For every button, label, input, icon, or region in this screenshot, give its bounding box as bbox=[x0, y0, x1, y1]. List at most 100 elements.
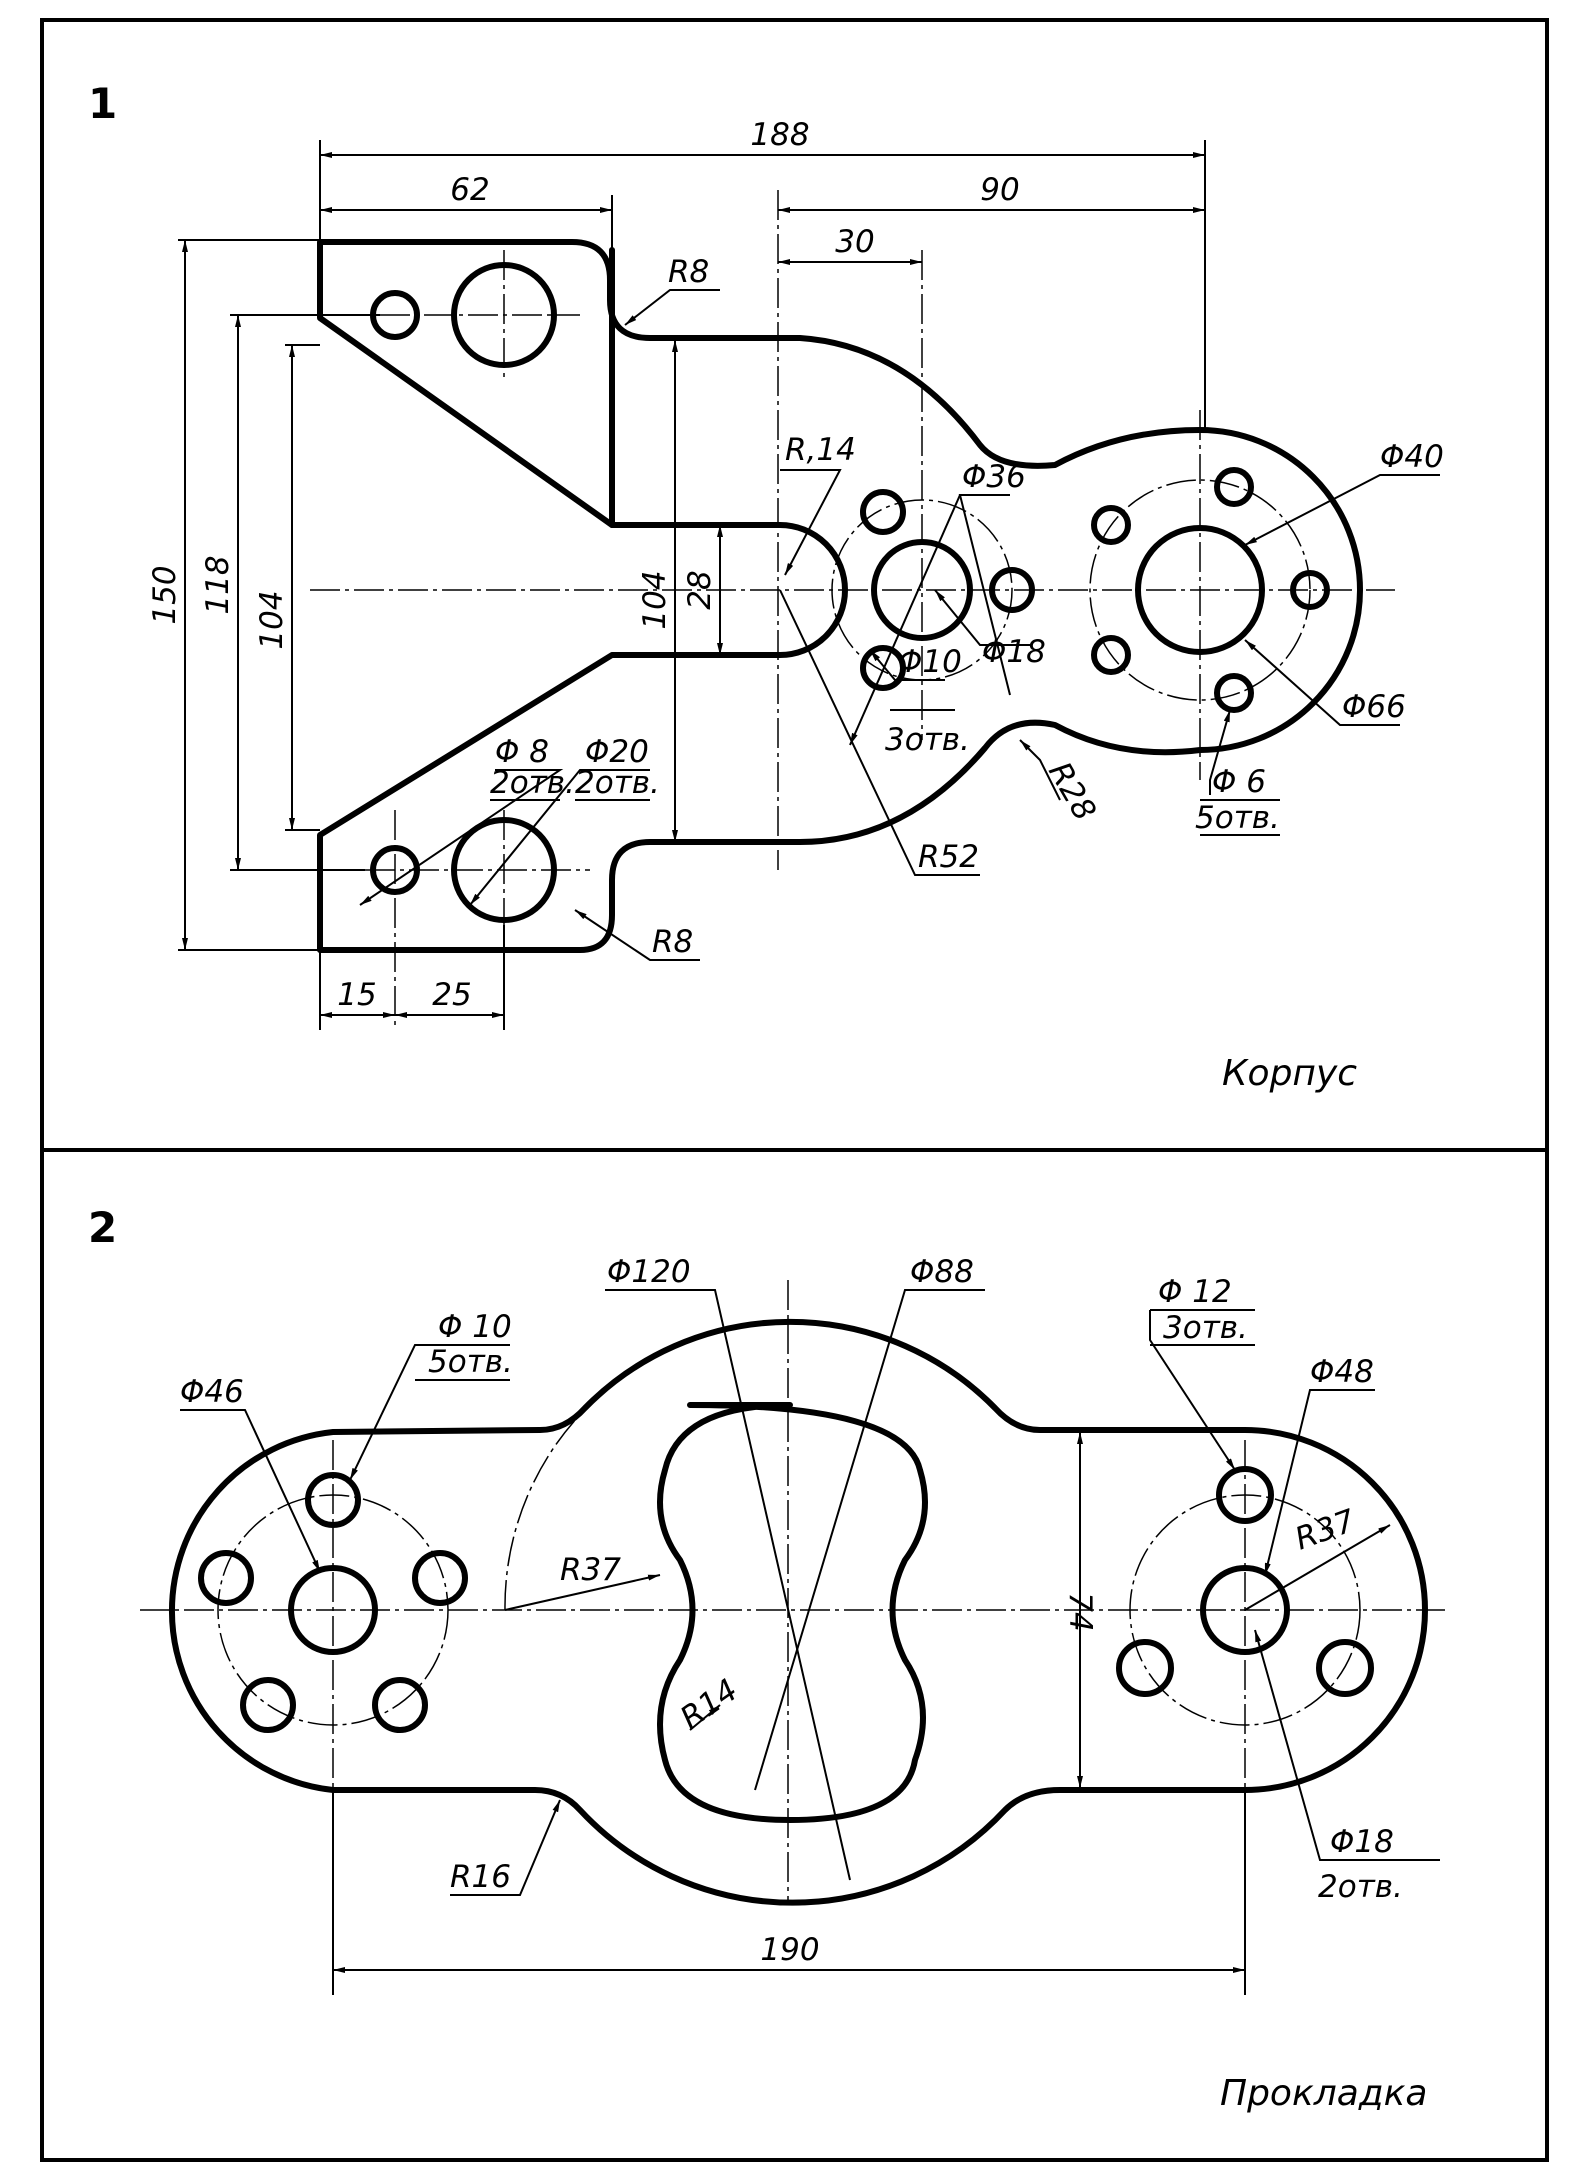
flange-center-hole bbox=[1135, 525, 1265, 655]
dim-text-90: 90 bbox=[980, 172, 1019, 208]
dim-text-3holes: 3отв. bbox=[1163, 1310, 1248, 1346]
panel-2-number: 2 bbox=[88, 1203, 117, 1252]
leader-phi18 bbox=[934, 589, 1030, 646]
leader-r14 bbox=[689, 1704, 721, 1731]
dim-text-2holes: 2отв. bbox=[1318, 1869, 1403, 1905]
dim-text-2holes-a: 2отв. bbox=[490, 765, 575, 801]
left-hole-1 bbox=[305, 1472, 361, 1528]
dim-text-190: 190 bbox=[760, 1932, 819, 1968]
leader-phi120 bbox=[605, 1289, 851, 1881]
panel-2-gasket: 2 bbox=[88, 1203, 1445, 2114]
dim-text-118: 118 bbox=[200, 555, 236, 614]
dim-text-r14: R,14 bbox=[785, 432, 856, 468]
boss-center-hole bbox=[871, 539, 973, 641]
right-center-hole bbox=[1200, 1565, 1290, 1655]
dim-text-104-left: 104 bbox=[254, 590, 290, 649]
leader-r8-top bbox=[624, 289, 720, 326]
leader-r52 bbox=[779, 589, 980, 876]
leader-r14 bbox=[780, 469, 842, 576]
dim-text-phi12: Φ 12 bbox=[1158, 1274, 1232, 1310]
dim-text-phi66: Φ66 bbox=[1342, 689, 1406, 725]
leader-phi10 bbox=[349, 1344, 510, 1481]
panel-2-title: Прокладка bbox=[1220, 2073, 1427, 2114]
flange-bolt-circle bbox=[1089, 479, 1311, 701]
bottom-small-hole bbox=[370, 845, 420, 895]
dim-text-r14: R14 bbox=[674, 1672, 745, 1736]
left-hole-2 bbox=[412, 1550, 468, 1606]
leader-phi20 bbox=[469, 769, 650, 906]
dim-text-5holes: 5отв. bbox=[428, 1344, 513, 1380]
leader-phi12 bbox=[1149, 1310, 1236, 1471]
sheet-frame bbox=[40, 18, 1549, 2162]
dim-text-62: 62 bbox=[450, 172, 489, 208]
dim-text-2holes-b: 2отв. bbox=[575, 765, 660, 801]
leader-phi36-arrow bbox=[849, 494, 961, 746]
housing-outline bbox=[317, 239, 1363, 953]
leader-r28 bbox=[1019, 739, 1061, 801]
panel-1-number: 1 bbox=[88, 79, 117, 128]
leader-phi46 bbox=[180, 1409, 321, 1573]
dim-text-r8-bottom: R8 bbox=[652, 924, 693, 960]
boss-hole-3 bbox=[860, 645, 906, 691]
dim-text-phi10: Φ10 bbox=[898, 644, 962, 680]
dim-text-5holes: 5отв. bbox=[1195, 800, 1280, 836]
right-hole-2 bbox=[1316, 1639, 1374, 1697]
boss-hole-2 bbox=[989, 567, 1035, 613]
leader-phi6 bbox=[1209, 709, 1231, 795]
dim-text-r28: R28 bbox=[1041, 756, 1103, 827]
dim-text-phi6: Φ 6 bbox=[1212, 764, 1266, 800]
leader-phi10 bbox=[869, 649, 945, 681]
bottom-large-hole bbox=[451, 817, 557, 923]
left-hole-4 bbox=[240, 1677, 296, 1733]
left-hole-3 bbox=[372, 1677, 428, 1733]
dim-text-25: 25 bbox=[432, 977, 471, 1013]
dim-text-phi10: Φ 10 bbox=[438, 1309, 512, 1345]
dim-text-74: 74 bbox=[1062, 1592, 1098, 1631]
gasket-outline bbox=[168, 1318, 1428, 1906]
dim-text-28: 28 bbox=[682, 570, 718, 609]
flange-hole-4 bbox=[1091, 635, 1131, 675]
dim-text-r37-left: R37 bbox=[560, 1552, 621, 1588]
dim-text-r52: R52 bbox=[918, 839, 979, 875]
flange-hole-1 bbox=[1214, 467, 1254, 507]
dim-text-phi8: Φ 8 bbox=[495, 734, 549, 770]
dim-text-150: 150 bbox=[147, 565, 183, 624]
right-bolt-circle bbox=[1129, 1494, 1361, 1726]
dim-text-r8-top: R8 bbox=[668, 254, 709, 290]
panel-1-housing: 1 bbox=[88, 79, 1444, 1094]
leader-r37-left bbox=[504, 1574, 661, 1611]
flange-hole-2 bbox=[1290, 570, 1330, 610]
dim-text-r16: R16 bbox=[450, 1859, 511, 1895]
dim-text-phi48: Φ48 bbox=[1310, 1354, 1374, 1390]
top-large-hole bbox=[451, 262, 557, 368]
left-bolt-circle bbox=[217, 1494, 449, 1726]
leader-phi66 bbox=[1244, 639, 1400, 726]
dim-text-15: 15 bbox=[337, 977, 376, 1013]
left-hole-5 bbox=[198, 1550, 254, 1606]
dim-text-30: 30 bbox=[835, 224, 874, 260]
leader-phi48 bbox=[1264, 1389, 1375, 1576]
dim-text-phi18: Φ18 bbox=[982, 634, 1046, 670]
left-center-hole bbox=[288, 1565, 378, 1655]
leader-phi88 bbox=[754, 1289, 985, 1791]
flange-hole-5 bbox=[1091, 505, 1131, 545]
panel-1-title: Корпус bbox=[1222, 1053, 1357, 1094]
dim-text-phi40: Φ40 bbox=[1380, 439, 1444, 475]
leader-r8-bottom bbox=[574, 909, 700, 961]
leader-r16 bbox=[450, 1799, 561, 1896]
leader-r37-right bbox=[1244, 1524, 1391, 1611]
dim-text-phi88: Φ88 bbox=[910, 1254, 974, 1290]
dim-text-3holes: 3отв. bbox=[885, 722, 970, 758]
dim-text-188: 188 bbox=[750, 117, 809, 153]
right-hole-1 bbox=[1216, 1466, 1274, 1524]
dim-text-phi18: Φ18 bbox=[1330, 1824, 1394, 1860]
leader-phi8 bbox=[359, 769, 564, 906]
boss-hole-1 bbox=[860, 489, 906, 535]
dim-text-phi20: Φ20 bbox=[585, 734, 649, 770]
dim-text-phi120: Φ120 bbox=[607, 1254, 691, 1290]
leader-phi40 bbox=[1244, 474, 1440, 546]
gasket-inner-cutout bbox=[657, 1402, 928, 1823]
right-hole-3 bbox=[1116, 1639, 1174, 1697]
dim-text-phi36: Φ36 bbox=[962, 459, 1026, 495]
